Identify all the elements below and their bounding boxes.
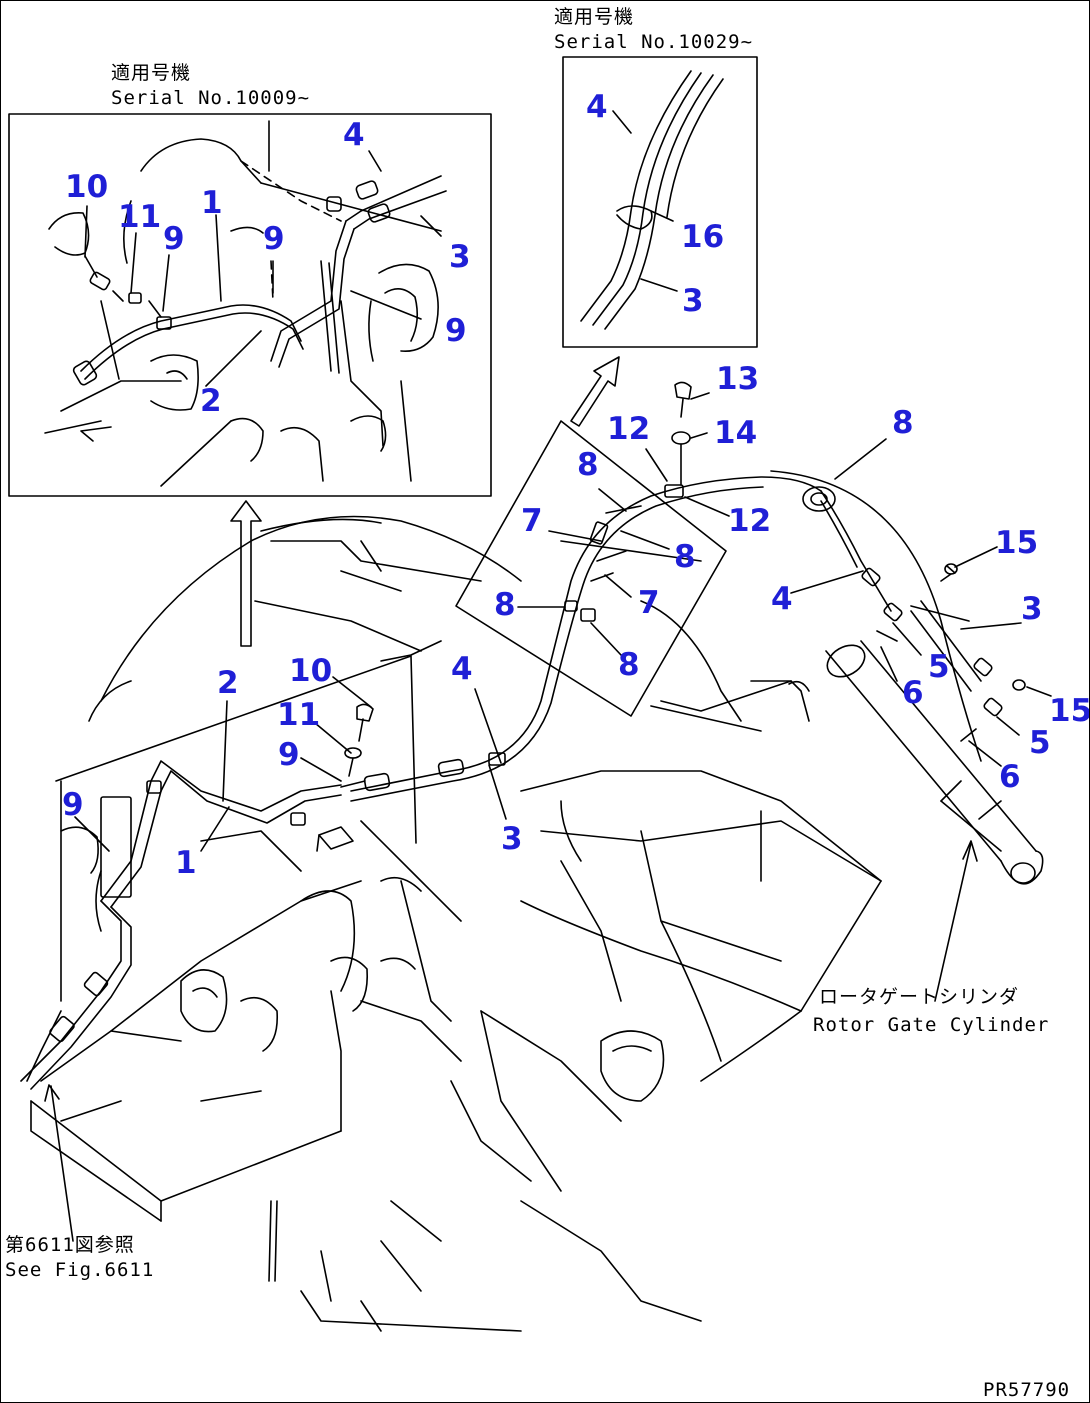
drawing-id-label: PR57790 — [983, 1379, 1070, 1401]
callout-6-a: 6 — [902, 675, 924, 711]
top-inset-jp-label: 適用号機 — [554, 6, 634, 28]
callout-15-b: 15 — [1049, 693, 1090, 729]
top-inset-serial-label: Serial No.10029~ — [554, 31, 753, 53]
callout-2-main: 2 — [217, 665, 239, 701]
callout-15-a: 15 — [995, 525, 1038, 561]
callout-7-b: 7 — [638, 585, 660, 621]
callout-9-left-inset-b: 9 — [263, 221, 285, 257]
see-fig-en-label: See Fig.6611 — [5, 1259, 154, 1281]
callout-5-b: 5 — [1029, 725, 1051, 761]
left-inset-jp-label: 適用号機 — [111, 62, 191, 84]
left-inset-serial-label: Serial No.10009~ — [111, 87, 310, 109]
callout-2-left-inset: 2 — [200, 383, 222, 419]
callout-16-top-inset: 16 — [681, 219, 724, 255]
callout-3-main-b: 3 — [501, 821, 523, 857]
callout-10-left-inset: 10 — [65, 169, 108, 205]
part-callouts: 10 11 1 9 9 4 3 9 2 4 16 3 13 14 12 8 8 … — [62, 89, 1090, 881]
callout-8-b: 8 — [577, 447, 599, 483]
left-inset-frame — [8, 113, 492, 497]
callout-8-c: 8 — [674, 539, 696, 575]
callout-8-a: 8 — [892, 405, 914, 441]
callout-4-main-a: 4 — [771, 581, 793, 617]
top-inset-drawing — [580, 70, 724, 330]
callout-6-b: 6 — [999, 759, 1021, 795]
callout-1-left-inset: 1 — [201, 185, 223, 221]
cylinder-jp-label: ロータゲートシリンダ — [819, 986, 1019, 1008]
callout-4-main-b: 4 — [451, 651, 473, 687]
callout-7-a: 7 — [521, 503, 543, 539]
callout-3-left-inset: 3 — [449, 239, 471, 275]
callout-8-d: 8 — [494, 587, 516, 623]
callout-8-e: 8 — [618, 647, 640, 683]
main-machine-body — [30, 420, 1044, 1332]
reference-arrows — [44, 356, 978, 1242]
callout-11-main: 11 — [277, 697, 320, 733]
callout-13: 13 — [716, 361, 759, 397]
callout-3-main-a: 3 — [1021, 591, 1043, 627]
callout-9-left-inset-c: 9 — [445, 313, 467, 349]
top-inset-frame — [562, 56, 758, 348]
callout-1-main: 1 — [175, 845, 197, 881]
callout-9-left-inset-a: 9 — [163, 221, 185, 257]
see-fig-jp-label: 第6611図参照 — [5, 1234, 135, 1256]
left-inset-drawing — [44, 120, 447, 487]
callout-12-b: 12 — [728, 503, 771, 539]
callout-4-left-inset: 4 — [343, 117, 365, 153]
main-hose-routing — [20, 381, 1052, 1090]
callout-9-main-a: 9 — [278, 737, 300, 773]
callout-9-main-b: 9 — [62, 787, 84, 823]
callout-11-left-inset: 11 — [118, 199, 161, 235]
callout-14: 14 — [714, 415, 757, 451]
callout-3-top-inset: 3 — [682, 283, 704, 319]
callout-10-main: 10 — [289, 653, 332, 689]
callout-12-a: 12 — [607, 411, 650, 447]
callout-4-top-inset: 4 — [586, 89, 608, 125]
callout-5-a: 5 — [928, 649, 950, 685]
cylinder-en-label: Rotor Gate Cylinder — [813, 1014, 1049, 1036]
